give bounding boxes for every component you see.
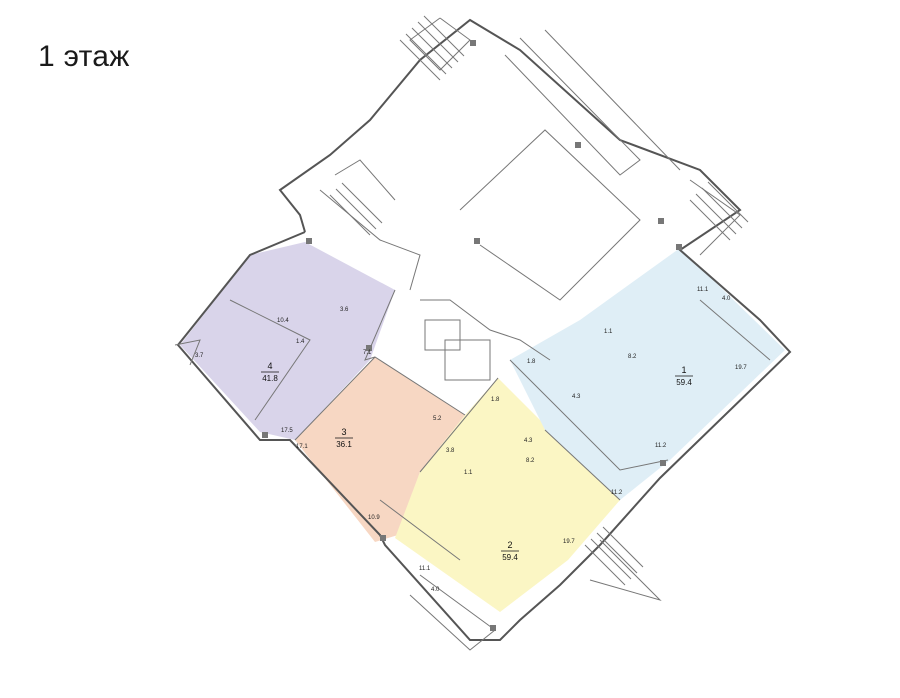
column-markers (262, 40, 682, 631)
room-label: 11.1 (419, 566, 431, 572)
room-labels-apt4: 10.4 1.4 3.6 7.1 3.7 17.5 (195, 307, 372, 434)
staircase-bottom-right (584, 526, 644, 586)
room-label: 11.2 (611, 490, 623, 496)
room-label: 19.7 (735, 365, 747, 371)
room-label: 1.1 (464, 470, 473, 476)
room-label: 3.8 (446, 448, 455, 454)
apartment-4-label: 4 41.8 (261, 361, 279, 383)
room-label: 11.1 (697, 287, 709, 293)
room-labels-apt2: 1.8 4.3 8.2 11.2 1.1 19.7 11.1 4.0 (419, 397, 623, 593)
room-label: 5.2 (433, 416, 442, 422)
building-walls (174, 17, 792, 651)
staircase-inner (329, 182, 383, 236)
room-label: 4.0 (431, 587, 440, 593)
apartment-1-area[interactable] (510, 248, 785, 500)
room-label: 8.2 (628, 354, 637, 360)
room-labels-apt3: 5.2 3.8 17.1 10.9 (296, 416, 455, 521)
room-label: 17.1 (296, 444, 308, 450)
room-label: 4.3 (572, 394, 581, 400)
room-label: 4.3 (524, 438, 533, 444)
apartment-number: 2 (507, 540, 512, 550)
room-label: 3.7 (195, 353, 204, 359)
room-label: 19.7 (563, 539, 575, 545)
apartment-4-area[interactable] (180, 242, 395, 440)
staircase-right (689, 181, 749, 241)
apartment-number: 1 (681, 365, 686, 375)
floor-title: 1 этаж (38, 40, 130, 73)
room-label: 1.4 (296, 339, 305, 345)
room-label: 1.8 (527, 359, 536, 365)
room-label: 1.1 (604, 329, 613, 335)
apartment-3-area[interactable] (295, 357, 465, 542)
room-label: 8.2 (526, 458, 535, 464)
apartment-number: 4 (267, 361, 272, 371)
apartment-1-label: 1 59.4 (675, 365, 693, 387)
room-label: 7.1 (363, 350, 372, 356)
room-label: 1.8 (491, 397, 500, 403)
room-label: 10.9 (368, 515, 380, 521)
apartment-3-label: 3 36.1 (335, 427, 353, 449)
room-label: 17.5 (281, 428, 293, 434)
apartment-number: 3 (341, 427, 346, 437)
apartment-area: 36.1 (336, 440, 352, 449)
apartment-area: 59.4 (676, 378, 692, 387)
room-label: 3.6 (340, 307, 349, 313)
room-labels-apt1: 11.1 4.0 1.1 8.2 19.7 4.3 1.8 11.2 (527, 287, 747, 449)
apartment-area: 41.8 (262, 374, 278, 383)
room-label: 4.0 (722, 296, 731, 302)
apartment-area: 59.4 (502, 553, 518, 562)
apartment-2-label: 2 59.4 (501, 540, 519, 562)
room-label: 10.4 (277, 318, 289, 324)
staircase-top-left (399, 15, 465, 81)
room-label: 11.2 (655, 443, 667, 449)
